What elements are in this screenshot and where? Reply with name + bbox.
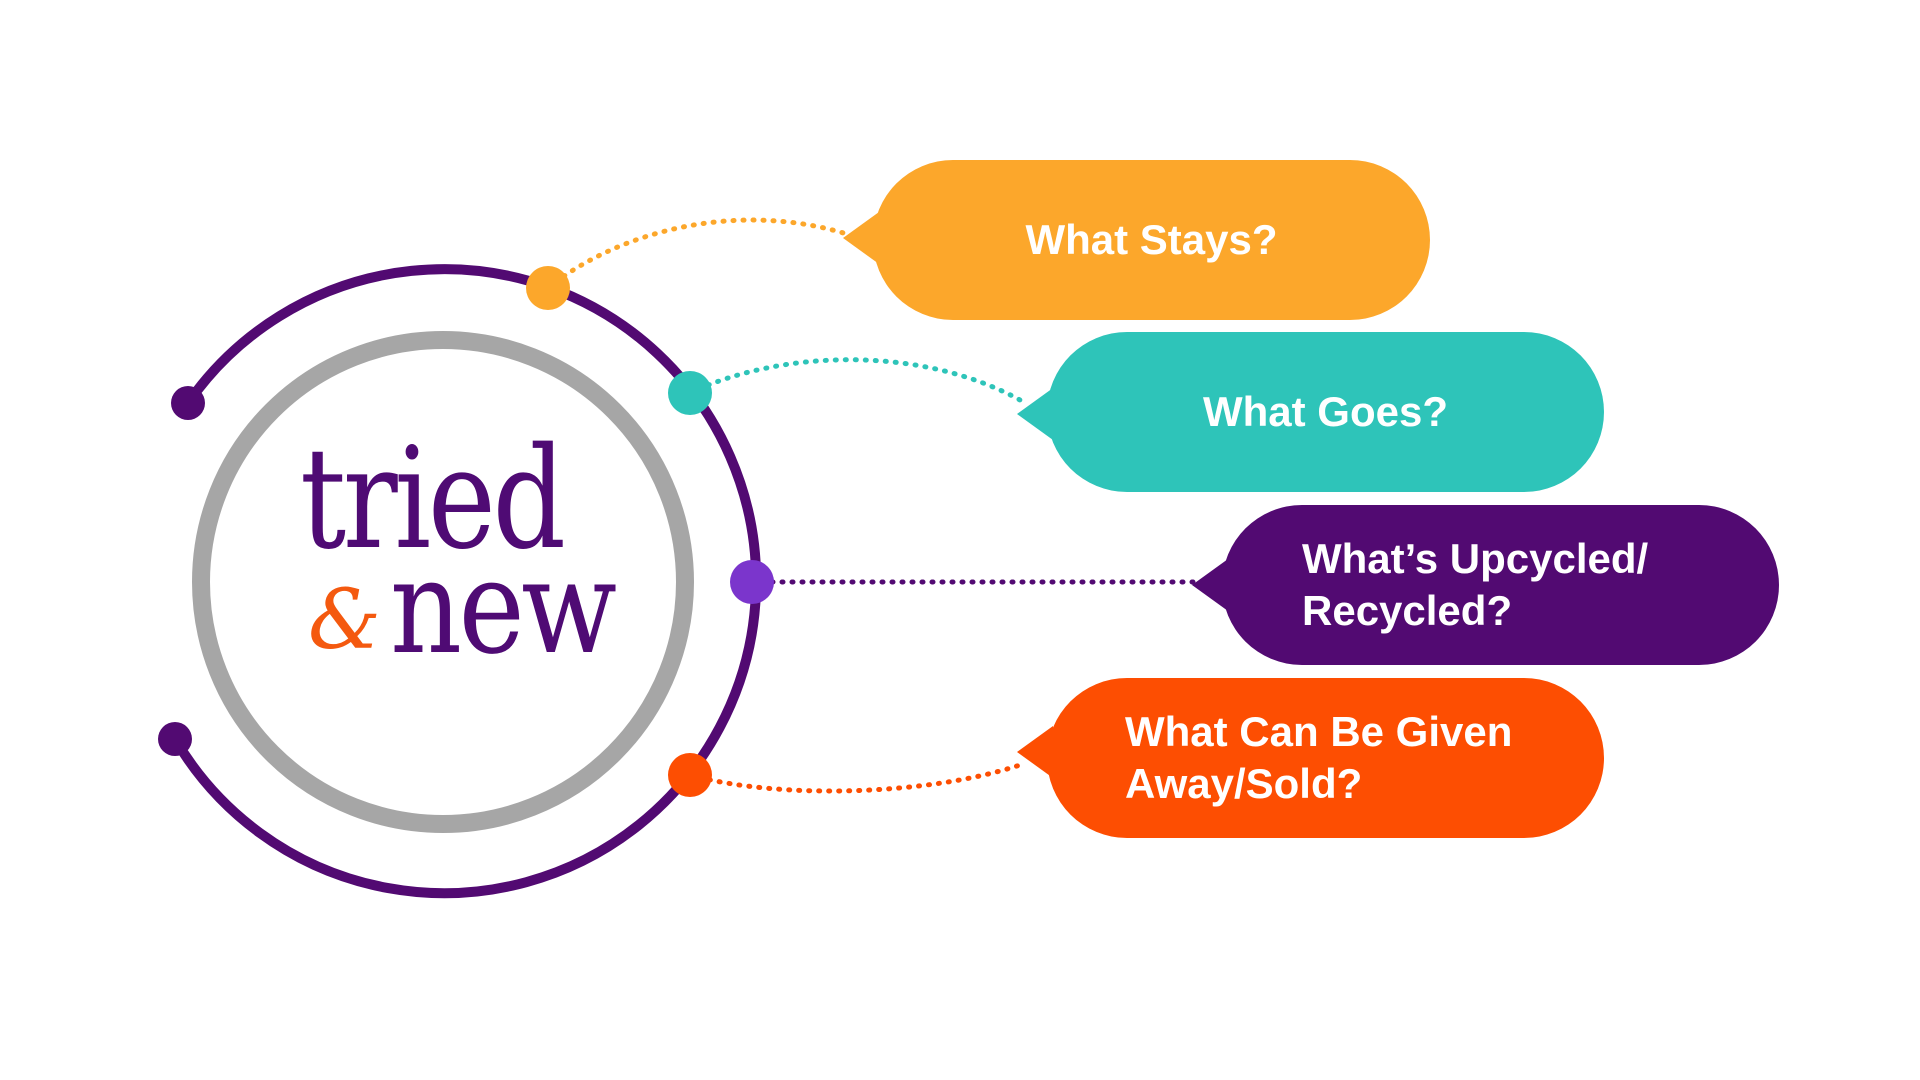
connector-stays	[545, 217, 853, 291]
bubble-tail	[1192, 559, 1228, 611]
anchor-dot-upcycled	[730, 560, 774, 604]
bubble-label-line-2: Recycled?	[1302, 587, 1513, 634]
bubble-whats-upcycled-recycled: What’s Upcycled/ Recycled?	[1192, 505, 1779, 665]
bubble-what-can-be-given-away-sold: What Can Be Given Away/Sold?	[1017, 678, 1604, 838]
bubble-label: What Goes?	[1202, 388, 1448, 435]
bubble-label-line-1: What’s Upcycled/	[1302, 535, 1649, 582]
bubble-label: What Stays?	[1025, 216, 1278, 263]
anchor-dot-stays	[526, 266, 570, 310]
bubble-what-stays: What Stays?	[843, 160, 1430, 320]
connector-given	[687, 762, 1023, 794]
bubble-tail	[843, 212, 879, 264]
logo-ampersand: &	[308, 573, 381, 668]
connector-goes	[687, 357, 1023, 403]
arc-end-bottom-dot	[158, 722, 192, 756]
bubble-label: What Can Be Given Away/Sold?	[1125, 706, 1512, 810]
anchor-dot-goes	[668, 371, 712, 415]
anchor-dot-given	[668, 753, 712, 797]
inner-ring	[192, 331, 694, 833]
tried-and-new-logo: tried & new	[290, 430, 650, 710]
bubble-what-goes: What Goes?	[1017, 332, 1604, 492]
bubble-label-line-1: What Can Be Given	[1125, 708, 1513, 755]
bubble-label: What’s Upcycled/ Recycled?	[1302, 533, 1648, 637]
logo-word-new: new	[390, 531, 617, 683]
bubble-tail	[1017, 726, 1053, 778]
bubble-tail	[1017, 388, 1053, 440]
logo-word-tried: tried	[300, 418, 566, 581]
arc-end-top-dot	[171, 386, 205, 420]
bubble-label-line-2: Away/Sold?	[1125, 760, 1363, 807]
